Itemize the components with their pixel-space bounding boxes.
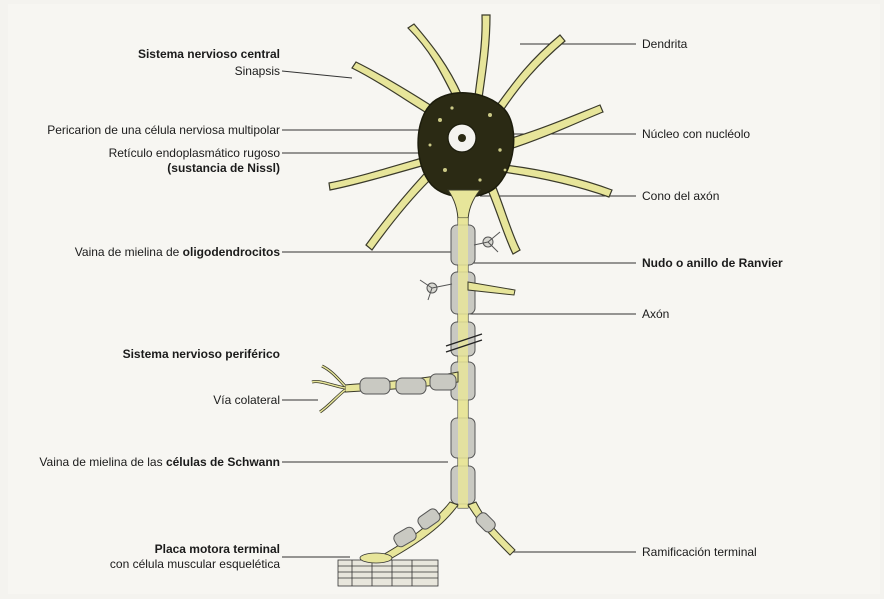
label-snp: Sistema nervioso periférico (123, 347, 280, 362)
terminal-branches (381, 502, 515, 562)
label-vaina-schwann-prefix: Vaina de mielina de las (39, 455, 166, 469)
muscle-cell (338, 553, 438, 586)
label-vaina-schwann-bold: células de Schwann (166, 455, 280, 469)
label-reticulo-line1: Retículo endoplasmático rugoso (109, 146, 280, 161)
axon-hillock (448, 190, 480, 222)
label-placa-line1: Placa motora terminal (110, 542, 280, 557)
label-pericarion: Pericarion de una célula nerviosa multip… (47, 123, 280, 138)
label-sinapsis: Sinapsis (235, 64, 280, 79)
label-nudo: Nudo o anillo de Ranvier (642, 256, 783, 271)
label-vaina-oligo: Vaina de mielina de oligodendrocitos (75, 245, 280, 260)
label-reticulo: Retículo endoplasmático rugoso (sustanci… (109, 146, 280, 176)
label-cono: Cono del axón (642, 189, 719, 204)
label-axon: Axón (642, 307, 669, 322)
label-vaina-oligo-bold: oligodendrocitos (183, 245, 280, 259)
label-placa: Placa motora terminal con célula muscula… (110, 542, 280, 572)
label-vaina-oligo-prefix: Vaina de mielina de (75, 245, 183, 259)
label-placa-line2: con célula muscular esquelética (110, 557, 280, 572)
label-vaina-schwann: Vaina de mielina de las células de Schwa… (39, 455, 280, 470)
label-nucleo: Núcleo con nucléolo (642, 127, 750, 142)
label-dendrita: Dendrita (642, 37, 687, 52)
label-via-colateral: Vía colateral (213, 393, 280, 408)
label-ramificacion: Ramificación terminal (642, 545, 757, 560)
label-reticulo-line2: (sustancia de Nissl) (109, 161, 280, 176)
label-snc: Sistema nervioso central (138, 47, 280, 62)
collateral (312, 366, 458, 412)
nucleolus (458, 134, 466, 142)
